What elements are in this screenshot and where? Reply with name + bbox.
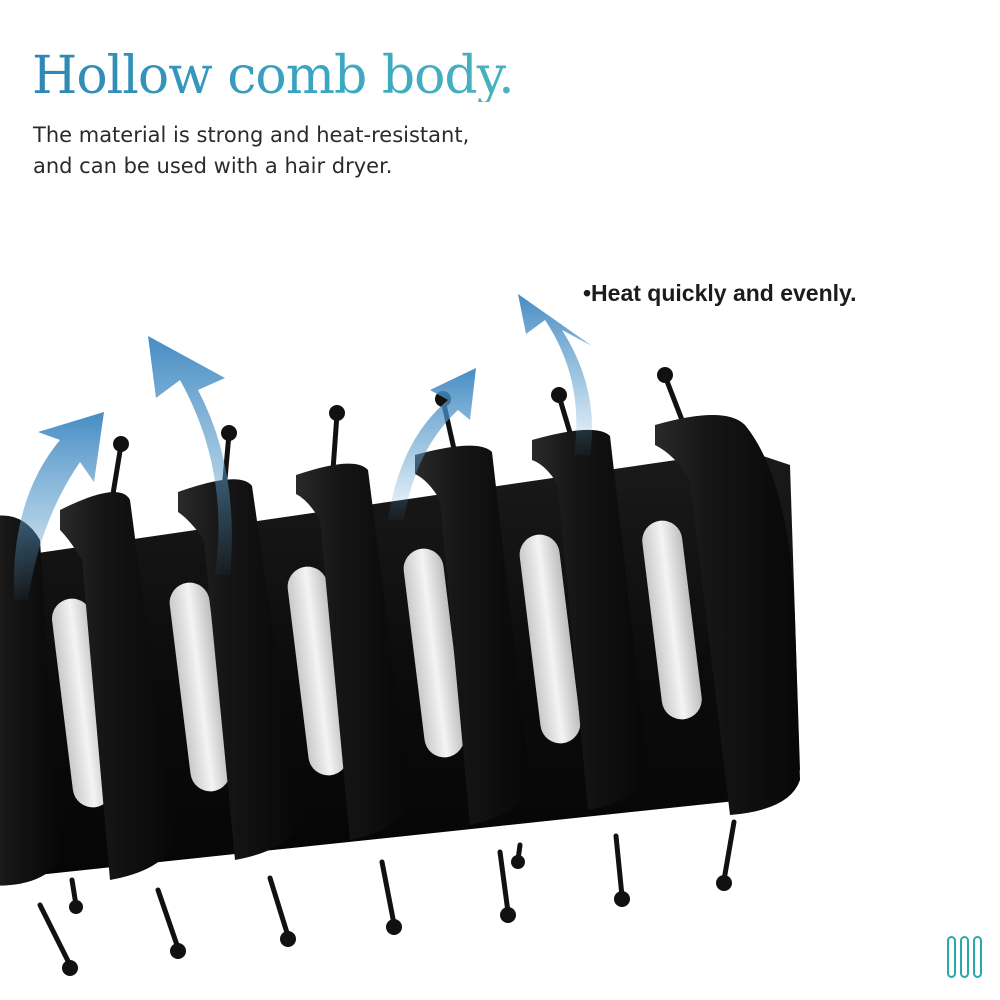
page-title: Hollow comb body. xyxy=(32,46,515,106)
feature-callout: •Heat quickly and evenly. xyxy=(583,280,857,306)
curved-arrow-up-icon xyxy=(148,336,232,575)
back-bristles xyxy=(109,367,685,503)
indicator-bar xyxy=(946,936,956,978)
airflow-arrows xyxy=(13,294,593,600)
comb-ribs xyxy=(0,415,800,886)
product-description: The material is strong and heat-resistan… xyxy=(33,120,593,182)
indicator-bar xyxy=(972,936,982,978)
curved-arrow-up-icon xyxy=(388,368,476,520)
description-line-1: The material is strong and heat-resistan… xyxy=(33,123,470,147)
indicator-bar xyxy=(959,936,969,978)
vertical-bars-icon xyxy=(943,936,985,982)
curved-arrow-up-icon xyxy=(518,294,593,455)
curved-arrow-up-icon xyxy=(13,412,104,600)
hollow-slots xyxy=(52,520,702,808)
description-line-2: and can be used with a hair dryer. xyxy=(33,154,393,178)
front-bristles xyxy=(37,819,737,976)
